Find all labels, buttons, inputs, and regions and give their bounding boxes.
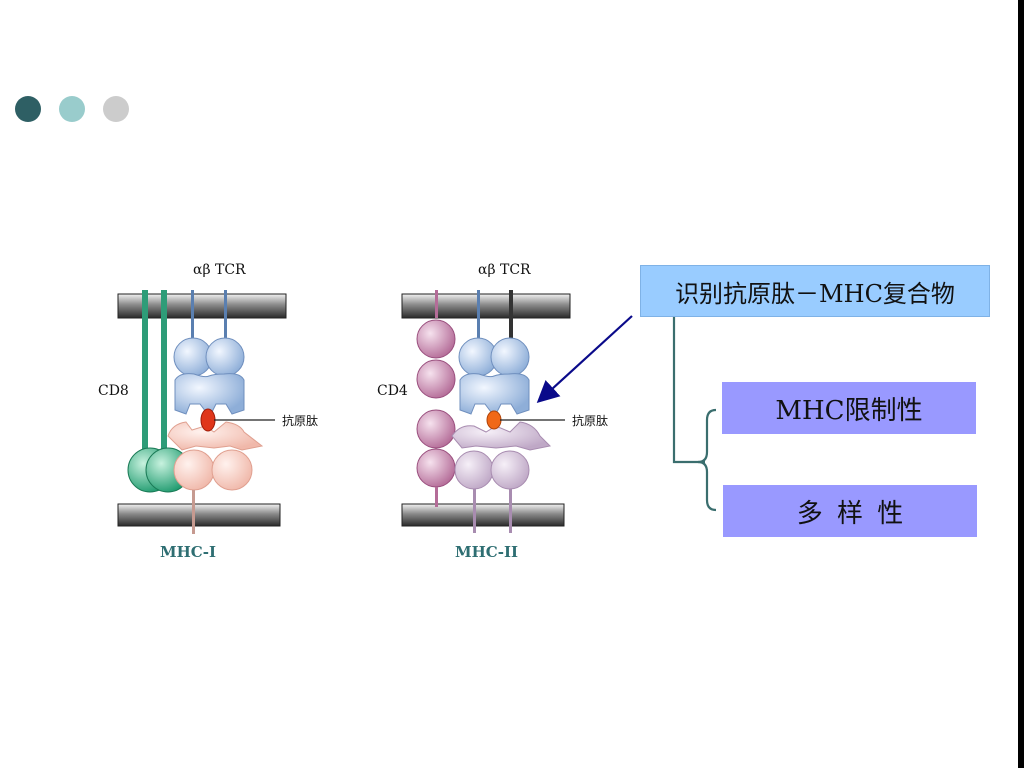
bracket-connector — [672, 317, 717, 512]
mhc1-diagram: αβ TCR CD8 抗原肽 MHC-I — [98, 262, 318, 561]
tcr-molecule — [173, 290, 245, 415]
peptide — [486, 410, 502, 430]
diagram-caption: MHC-II — [455, 543, 518, 561]
cd4-molecule — [416, 290, 456, 507]
diversity-box: 多 样 性 — [723, 485, 977, 537]
apc-membrane-bar — [117, 503, 281, 527]
tcr-label: αβ TCR — [193, 262, 246, 278]
tcr-molecule — [458, 290, 530, 415]
coreceptor-label: CD8 — [98, 383, 129, 399]
tcr-label: αβ TCR — [478, 262, 531, 278]
mhc-restriction-text: MHC限制性 — [775, 395, 923, 426]
mhc1-molecule — [167, 421, 264, 534]
slide-right-edge — [1018, 0, 1024, 768]
bullet-dot-1 — [15, 96, 41, 122]
bullet-dot-3 — [103, 96, 129, 122]
coreceptor-label: CD4 — [377, 383, 408, 399]
t-cell-membrane-bar — [401, 293, 571, 319]
mhc2-molecule — [451, 421, 552, 533]
peptide-label: 抗原肽 — [282, 413, 318, 428]
peptide — [200, 408, 216, 432]
recognize-complex-text: 识别抗原肽－MHC复合物 — [675, 279, 955, 308]
peptide-label: 抗原肽 — [572, 413, 608, 428]
diagram-caption: MHC-I — [160, 543, 216, 561]
pointer-arrow — [536, 315, 633, 403]
bullet-dot-2 — [59, 96, 85, 122]
mhc2-diagram: αβ TCR CD4 抗原肽 MHC-II — [377, 262, 608, 561]
apc-membrane-bar — [401, 503, 565, 527]
recognize-complex-box: 识别抗原肽－MHC复合物 — [640, 265, 990, 317]
mhc-restriction-box: MHC限制性 — [722, 382, 976, 434]
diversity-text: 多 样 性 — [796, 498, 904, 529]
